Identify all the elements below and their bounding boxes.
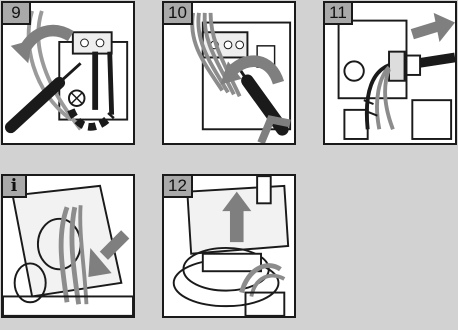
info-illustration: i	[1, 174, 135, 318]
step-number-badge: 9	[3, 3, 31, 25]
screwdriver-loosen-terminal-drawing	[190, 12, 292, 143]
pull-out-cable-drawing	[337, 12, 455, 140]
step-12-illustration: 12	[162, 174, 296, 318]
step-11-illustration: 11	[323, 1, 457, 145]
step-number-badge: 10	[164, 3, 193, 25]
step-9-illustration: 9	[1, 1, 135, 145]
remove-cable-upward-drawing	[172, 176, 290, 316]
step-number-badge: 11	[325, 3, 353, 25]
cable-routing-note-drawing	[3, 184, 133, 316]
info-icon: i	[3, 176, 27, 198]
step-10-illustration: 10	[162, 1, 296, 145]
step-number-badge: 12	[164, 176, 193, 198]
